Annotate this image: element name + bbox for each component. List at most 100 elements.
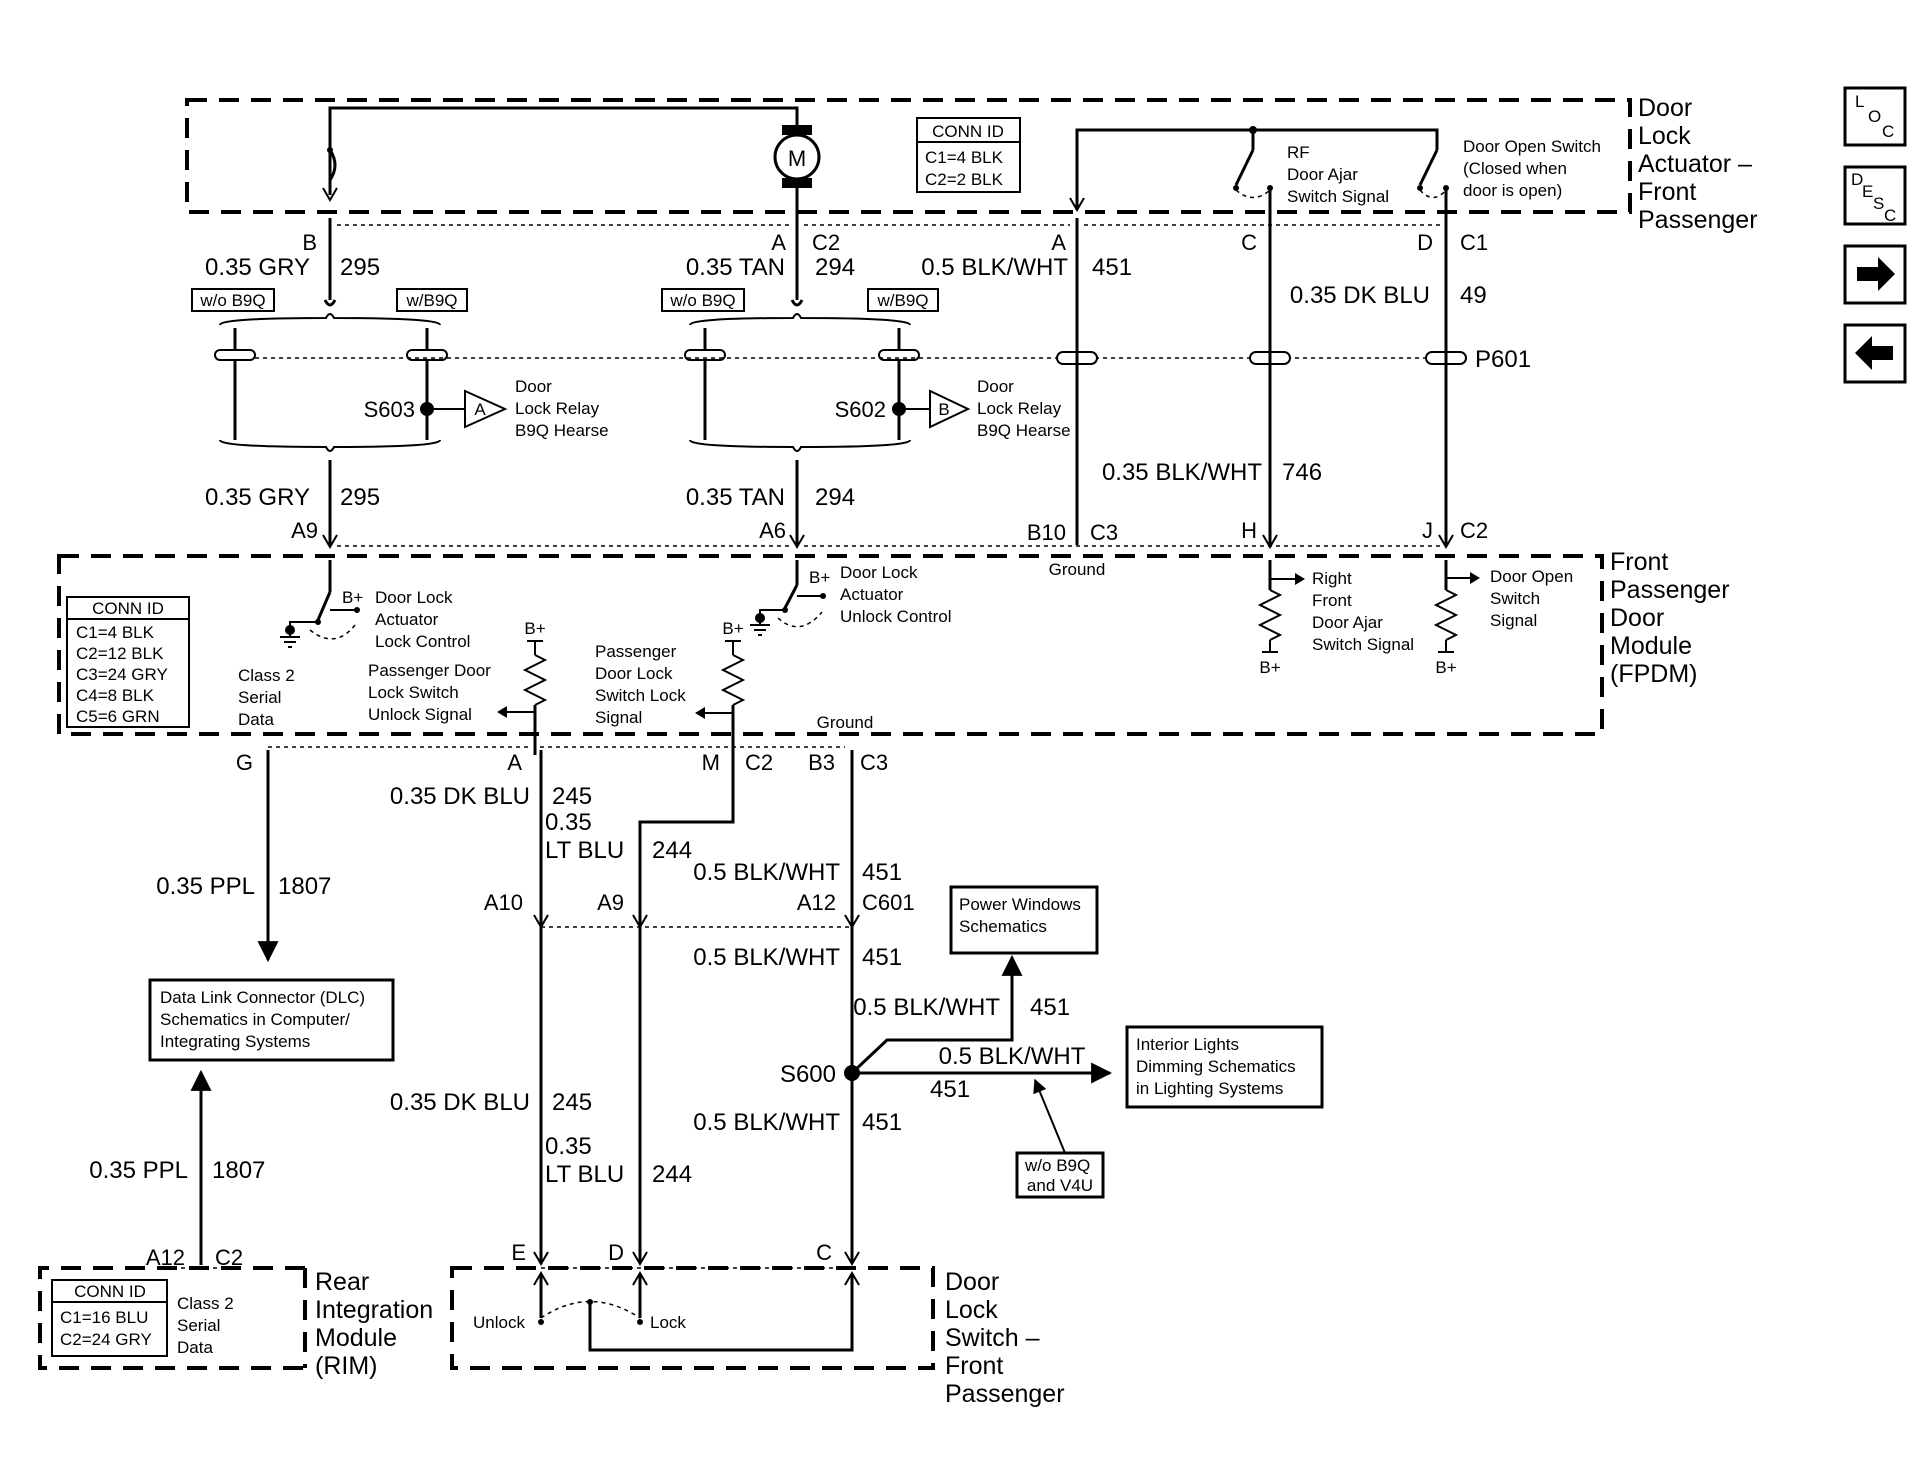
relay-ref-b: B Door Lock Relay B9Q Hearse	[899, 377, 1071, 440]
svg-text:0.5 BLK/WHT: 0.5 BLK/WHT	[693, 1109, 840, 1136]
svg-text:A12: A12	[146, 1245, 185, 1270]
svg-text:O: O	[1868, 107, 1881, 126]
svg-text:Data Link Connector (DLC): Data Link Connector (DLC) Schematics in …	[160, 988, 370, 1051]
svg-text:A12: A12	[797, 890, 836, 915]
actuator-component-outline	[185, 98, 1632, 214]
wire-245: 0.35 DK BLU 245 0.35 DK BLU 245	[390, 750, 592, 1266]
c601-connector-row: A10 A9 A12 C601	[484, 890, 915, 928]
next-button[interactable]	[1843, 244, 1907, 305]
svg-text:P601: P601	[1475, 346, 1531, 373]
svg-text:451: 451	[862, 1109, 902, 1136]
desc-icon: D	[1851, 170, 1863, 189]
wire-294: 0.35 TAN 294 0.35 TAN 294 S602	[684, 218, 920, 549]
svg-text:746: 746	[1282, 459, 1322, 486]
svg-text:C2: C2	[215, 1245, 243, 1270]
svg-text:C3: C3	[1090, 520, 1118, 545]
power-windows-reference-box: Power Windows Schematics	[949, 885, 1099, 955]
svg-text:C5=6 GRN: C5=6 GRN	[76, 707, 160, 726]
svg-text:B+: B+	[722, 619, 743, 638]
svg-text:Door Lock Relay B9: Door Lock Relay B9Q Hearse	[515, 377, 609, 440]
conn-id-table-rim: CONN ID C1=16 BLU C2=24 GRY	[51, 1279, 168, 1357]
svg-text:294: 294	[815, 484, 855, 511]
interior-lights-reference-box: Interior Lights Dimming Schematics in Li…	[1125, 1025, 1324, 1109]
svg-text:0.35 LT BLU: 0.35 LT BLU	[545, 1133, 624, 1188]
svg-text:B+: B+	[342, 588, 363, 607]
svg-text:S600: S600	[780, 1061, 836, 1088]
fpdm-open-switch-signal: B+ Door Open Switch Signal	[1433, 560, 1578, 677]
svg-text:Class 2 Serial Dat: Class 2 Serial Data	[177, 1294, 238, 1357]
svg-text:0.5 BLK/WHT: 0.5 BLK/WHT	[853, 994, 1000, 1021]
svg-text:0.35 DK BLU: 0.35 DK BLU	[390, 1089, 530, 1116]
svg-text:A10: A10	[484, 890, 523, 915]
svg-text:451: 451	[862, 944, 902, 971]
svg-text:C: C	[1882, 122, 1894, 141]
svg-text:E: E	[1862, 182, 1873, 201]
svg-text:w/B9Q: w/B9Q	[876, 291, 928, 310]
wire-451-lower: 0.5 BLK/WHT 451 0.5 BLK/WHT 451 0.5 BLK/…	[693, 750, 902, 1266]
svg-text:Class 2 Serial Dat: Class 2 Serial Data	[238, 666, 299, 729]
fpdm-title: Front Passenger Door Module (FPDM)	[1610, 548, 1736, 688]
svg-text:451: 451	[930, 1076, 970, 1103]
svg-text:Door Open Switch (Closed: Door Open Switch (Closed when door is op…	[1463, 137, 1606, 200]
svg-text:295: 295	[340, 254, 380, 281]
svg-text:w/o B9Q and V4U: w/o B9Q and V4U	[1024, 1156, 1095, 1195]
svg-text:B10: B10	[1027, 520, 1066, 545]
lock-switch-internals: E D C Unlock Lock	[473, 1240, 860, 1352]
svg-text:Door Lock Actuator: Door Lock Actuator Unlock Control	[840, 563, 952, 626]
svg-text:A: A	[474, 400, 486, 419]
svg-text:0.35 TAN: 0.35 TAN	[686, 484, 785, 511]
wire-295: 0.35 GRY 295 0.35 GRY 295 S603	[205, 218, 448, 549]
p601-connector: P601	[255, 346, 1531, 373]
arrow-left-icon	[1855, 336, 1893, 370]
lock-switch-component-outline	[450, 1266, 935, 1370]
loc-button[interactable]: L O C	[1843, 86, 1907, 147]
svg-text:A: A	[1051, 230, 1066, 255]
dlc-reference-box: Data Link Connector (DLC) Schematics in …	[148, 978, 395, 1062]
svg-text:Door Lock Actuator: Door Lock Actuator Lock Control	[375, 588, 470, 651]
arrow-right-icon	[1857, 257, 1895, 291]
conn-id-table-fpdm: CONN ID C1=4 BLK C2=12 BLK C3=24 GRY C4=…	[66, 596, 190, 728]
svg-text:451: 451	[1030, 994, 1070, 1021]
svg-text:0.35 DK BLU: 0.35 DK BLU	[390, 783, 530, 810]
svg-text:M: M	[702, 750, 720, 775]
svg-text:C: C	[1884, 206, 1896, 225]
svg-text:B+: B+	[1435, 658, 1456, 677]
svg-text:B3: B3	[808, 750, 835, 775]
desc-button[interactable]: D E S C	[1843, 165, 1907, 226]
svg-text:B+: B+	[1259, 658, 1280, 677]
svg-text:C2: C2	[1460, 518, 1488, 543]
motor-symbol: M	[788, 146, 806, 171]
svg-text:w/o B9Q: w/o B9Q	[669, 291, 735, 310]
prev-button[interactable]	[1843, 323, 1907, 384]
svg-text:w/B9Q: w/B9Q	[405, 291, 457, 310]
svg-text:D: D	[1417, 230, 1433, 255]
svg-text:295: 295	[340, 484, 380, 511]
svg-text:244: 244	[652, 837, 692, 864]
svg-text:G: G	[236, 750, 253, 775]
fpdm-unlock-signal-input: B+ Passenger Door Lock Switch Unlock Sig…	[368, 619, 548, 755]
fpdm-rf-ajar-signal: B+ Right Front Door Ajar Switch Signal	[1257, 560, 1414, 677]
svg-text:A9: A9	[597, 890, 624, 915]
svg-text:0.5 BLK/WHT: 0.5 BLK/WHT	[921, 254, 1068, 281]
svg-text:B: B	[302, 230, 317, 255]
svg-text:C1=4 BLK: C1=4 BLK	[925, 148, 1004, 167]
svg-text:C: C	[1241, 230, 1257, 255]
svg-text:C1: C1	[1460, 230, 1488, 255]
wire-244: 0.35 LT BLU 244 0.35 LT BLU 244	[545, 750, 735, 1266]
svg-text:RF Door Ajar Switc: RF Door Ajar Switch Signal	[1287, 143, 1389, 206]
svg-text:Interior Lights Dimming: Interior Lights Dimming Schematics in Li…	[1136, 1035, 1300, 1098]
svg-text:C3: C3	[860, 750, 888, 775]
svg-text:Unlock: Unlock	[473, 1313, 525, 1332]
svg-text:Door Open Switch S: Door Open Switch Signal	[1490, 567, 1578, 630]
svg-text:CONN ID: CONN ID	[932, 122, 1004, 141]
fpdm-lock-signal-input: B+ Passenger Door Lock Switch Lock Signa…	[595, 619, 746, 755]
svg-text:1807: 1807	[212, 1157, 265, 1184]
actuator-title: Door Lock Actuator – Front Passenger	[1638, 94, 1759, 234]
wire-746: 0.35 BLK/WHT 746	[1102, 218, 1322, 549]
fpdm-class2-serial-data: Class 2 Serial Data Ground	[238, 666, 873, 732]
svg-text:H: H	[1241, 518, 1257, 543]
splice-s603: S603	[364, 397, 415, 422]
svg-text:0.35 GRY: 0.35 GRY	[205, 484, 310, 511]
svg-text:A6: A6	[759, 518, 786, 543]
svg-text:C2=12 BLK: C2=12 BLK	[76, 644, 164, 663]
